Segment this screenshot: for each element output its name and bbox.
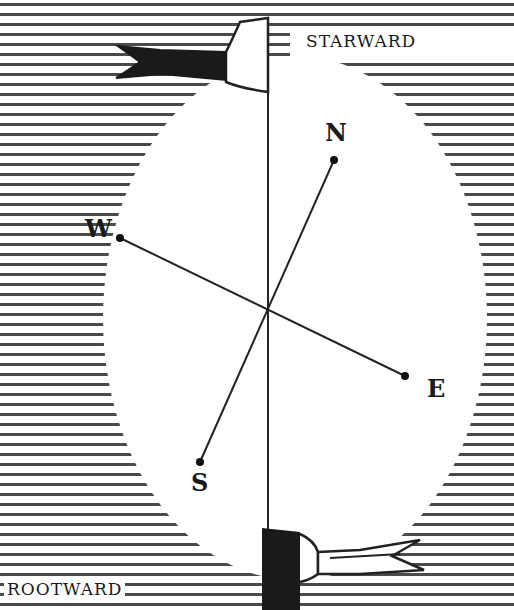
clear-field bbox=[103, 56, 487, 580]
bottom-flag-head bbox=[300, 534, 318, 582]
compass-point: E bbox=[424, 376, 448, 402]
west-dot bbox=[116, 234, 124, 242]
north-south-line bbox=[200, 160, 334, 462]
south-dot bbox=[196, 458, 204, 466]
bottom-flag-tail bbox=[318, 540, 424, 574]
direction-label: STARWARD bbox=[303, 32, 419, 51]
compass-point: N bbox=[322, 120, 350, 146]
top-flag-head bbox=[226, 18, 268, 92]
bottom-flag-block bbox=[262, 528, 300, 610]
east-dot bbox=[401, 372, 409, 380]
compass-point: S bbox=[188, 470, 211, 496]
west-east-line bbox=[120, 238, 405, 376]
vertical-axis bbox=[267, 18, 269, 610]
bottom-flag-stroke bbox=[330, 554, 400, 558]
north-dot bbox=[330, 156, 338, 164]
direction-label: ROOTWARD bbox=[4, 580, 125, 599]
compass-point: W bbox=[82, 216, 115, 242]
top-flag-tail bbox=[116, 46, 226, 80]
title-patch bbox=[290, 28, 514, 62]
